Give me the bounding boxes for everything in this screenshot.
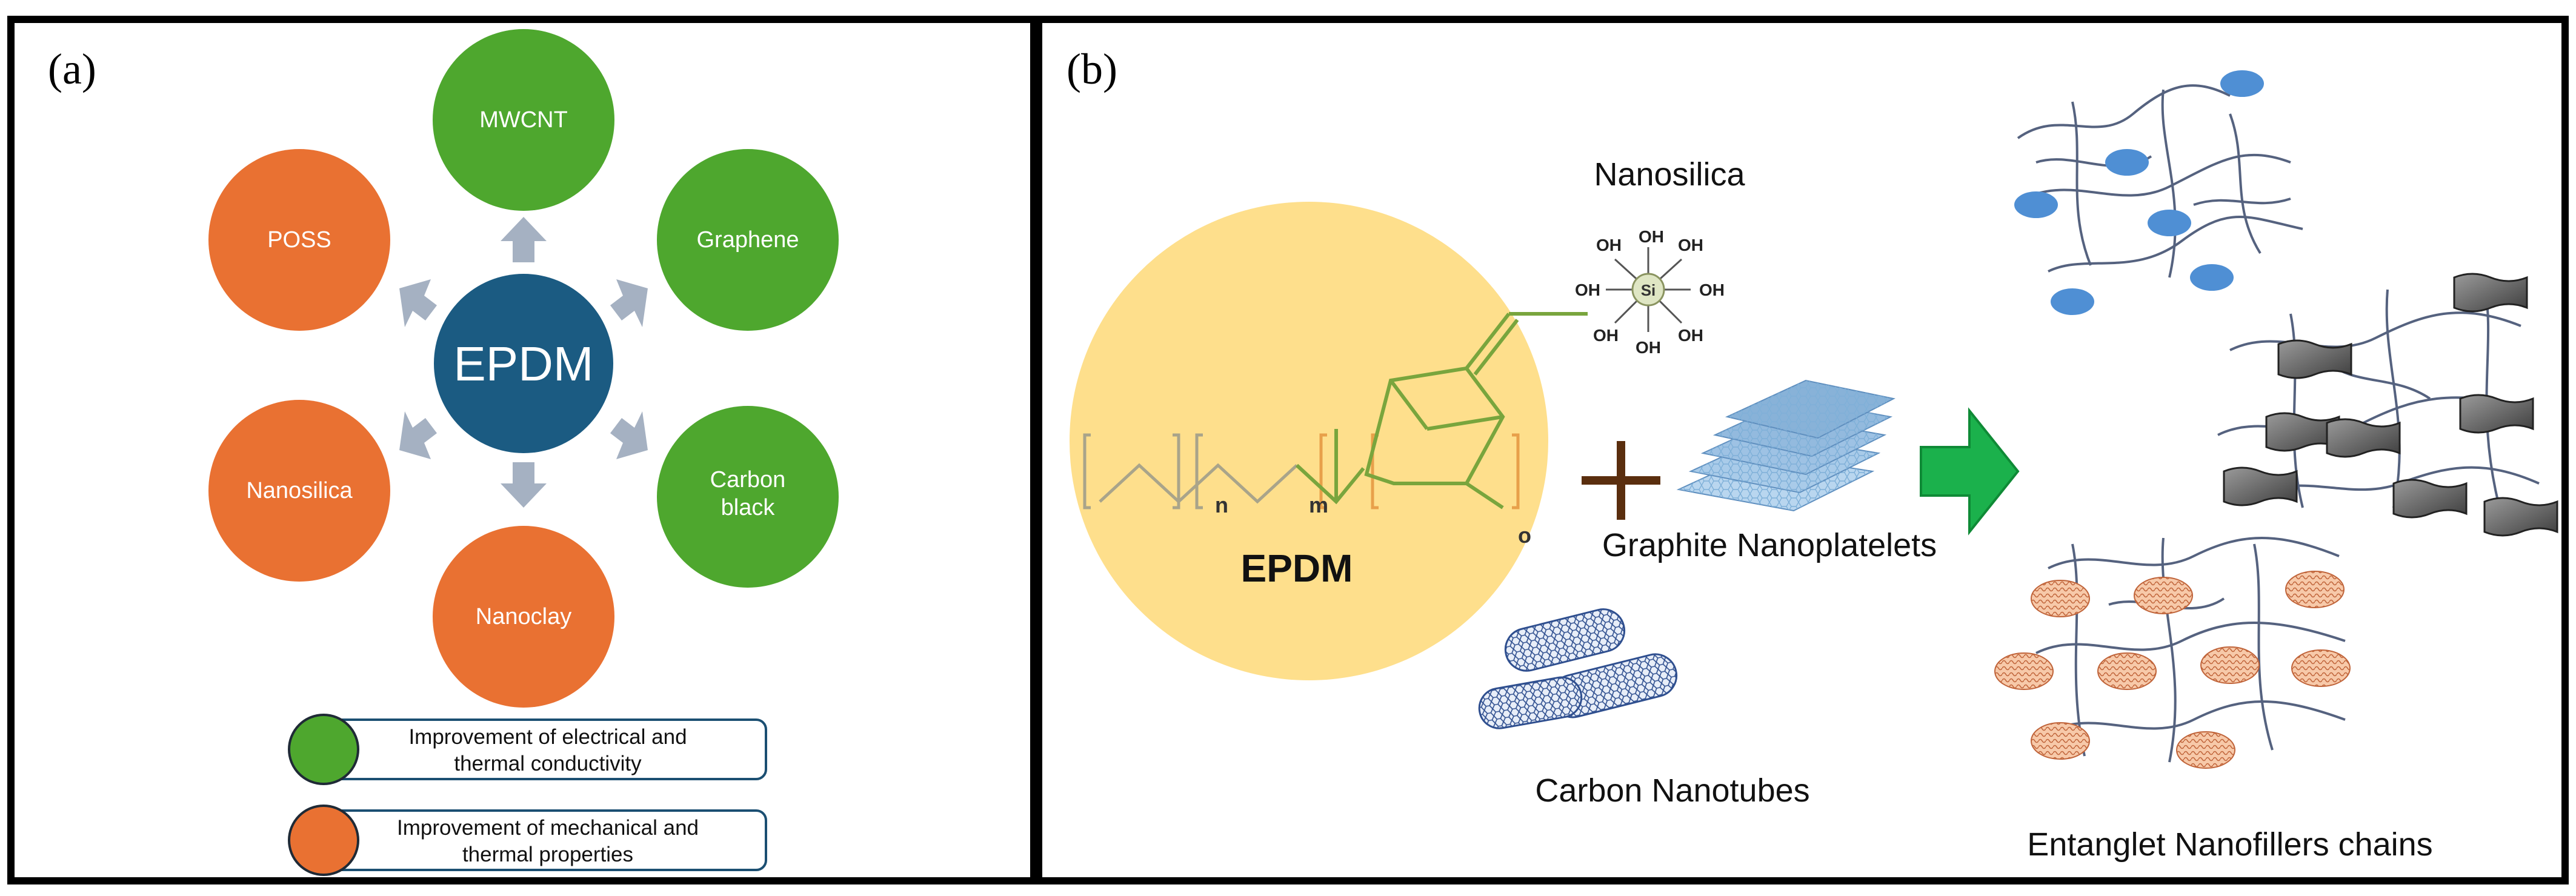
silica-particle xyxy=(2105,149,2149,176)
clay-network-chains xyxy=(2035,537,2346,763)
graphene-flags xyxy=(2223,273,2558,537)
nanoclay-label: Nanoclay xyxy=(476,604,571,629)
cnt-label: Carbon Nanotubes xyxy=(1535,772,1809,809)
oh-group: OH xyxy=(1593,326,1619,345)
silica-particle xyxy=(2051,288,2094,315)
arrow-down xyxy=(501,462,547,508)
poss-circle xyxy=(208,149,390,331)
arrow-lower-right xyxy=(610,411,648,459)
silica-particle xyxy=(2220,70,2264,97)
legend-green-line1: Improvement of electrical and xyxy=(408,725,687,749)
silica-network-chains xyxy=(2017,84,2303,278)
legend-orange-line1: Improvement of mechanical and xyxy=(397,816,699,840)
epdm-center-label: EPDM xyxy=(453,337,593,391)
nanosilica-label: Nanosilica xyxy=(246,478,353,503)
oh-group: OH xyxy=(1678,326,1703,345)
graphene-label: Graphene xyxy=(696,227,799,253)
poss-label: POSS xyxy=(267,227,331,253)
legend-orange-swatch xyxy=(288,805,359,876)
graphene-flake xyxy=(2483,497,2558,537)
oh-group: OH xyxy=(1639,227,1664,246)
graphene-flake xyxy=(2277,339,2352,379)
graphene-flake xyxy=(2392,479,2468,519)
silica-core xyxy=(1631,273,1665,307)
oh-group: OH xyxy=(1575,280,1600,299)
subscript-m: m xyxy=(1309,493,1328,517)
graphite-label: Graphite Nanoplatelets xyxy=(1602,527,1937,563)
process-arrow xyxy=(1920,407,2020,536)
nanosilica-title: Nanosilica xyxy=(1594,156,1745,193)
nanoclay-particles xyxy=(1994,571,2351,769)
panel-a-label: (a) xyxy=(48,45,96,93)
graphene-flake xyxy=(2453,273,2528,313)
graphene-flake xyxy=(2459,394,2534,434)
panel-b-label: (b) xyxy=(1067,45,1117,93)
carbon-black-label-line1: Carbon xyxy=(710,467,786,493)
panel-a: (a) EPDM MWCNT Graphene Carbon black Nan… xyxy=(7,16,1037,884)
epdm-label: EPDM xyxy=(1241,546,1353,590)
panel-b-diagram: (b) n m o EPDM xyxy=(1067,45,2558,863)
carbon-black-circle xyxy=(657,406,839,588)
oh-group: OH xyxy=(1636,338,1661,357)
oh-group: OH xyxy=(1678,236,1703,254)
panel-b: (b) n m o EPDM xyxy=(1035,16,2569,884)
graphite-platelets xyxy=(1676,379,1895,512)
epdm-circle xyxy=(1070,202,1548,680)
silica-particle xyxy=(2190,264,2234,291)
epdm-backbone-faded xyxy=(1083,433,1298,509)
nanoclay-circle xyxy=(433,526,614,708)
legend-green-swatch xyxy=(288,714,359,785)
silica-particle xyxy=(2148,210,2191,236)
subscript-o: o xyxy=(1518,523,1531,548)
silica-particle xyxy=(2014,191,2058,218)
oh-group: OH xyxy=(1699,280,1725,299)
oh-group: OH xyxy=(1596,236,1622,254)
arrow-up xyxy=(501,217,547,262)
panel-a-diagram: (a) EPDM MWCNT Graphene Carbon black Nan… xyxy=(48,29,839,876)
arrow-lower-left xyxy=(399,411,437,459)
carbon-nanotubes xyxy=(1478,608,1678,729)
radial-arrows xyxy=(399,217,648,508)
epdm-ring-structure xyxy=(1295,312,1588,509)
subscript-n: n xyxy=(1215,493,1228,517)
legend-green-line2: thermal conductivity xyxy=(454,752,642,775)
graphene-flake xyxy=(2223,466,2298,506)
silica-molecule: Si OH OH OH OH OH OH OH OH xyxy=(1575,227,1725,357)
legend-orange-line2: thermal properties xyxy=(462,843,633,866)
arrow-upper-right xyxy=(610,279,648,327)
legend: Improvement of electrical and thermal co… xyxy=(288,714,767,876)
silica-particles xyxy=(2014,70,2264,315)
silica-center-label: Si xyxy=(1641,281,1656,299)
graphene-circle xyxy=(657,149,839,331)
mwcnt-circle xyxy=(433,29,614,211)
nanosilica-circle xyxy=(208,400,390,582)
graphene-flake xyxy=(2326,418,2401,458)
plus-sign xyxy=(1582,441,1660,520)
mwcnt-label: MWCNT xyxy=(479,107,568,133)
carbon-black-label-line2: black xyxy=(721,495,776,520)
epdm-center-circle xyxy=(434,274,613,453)
arrow-upper-left xyxy=(399,279,437,327)
result-label: Entanglet Nanofillers chains xyxy=(2027,826,2432,863)
